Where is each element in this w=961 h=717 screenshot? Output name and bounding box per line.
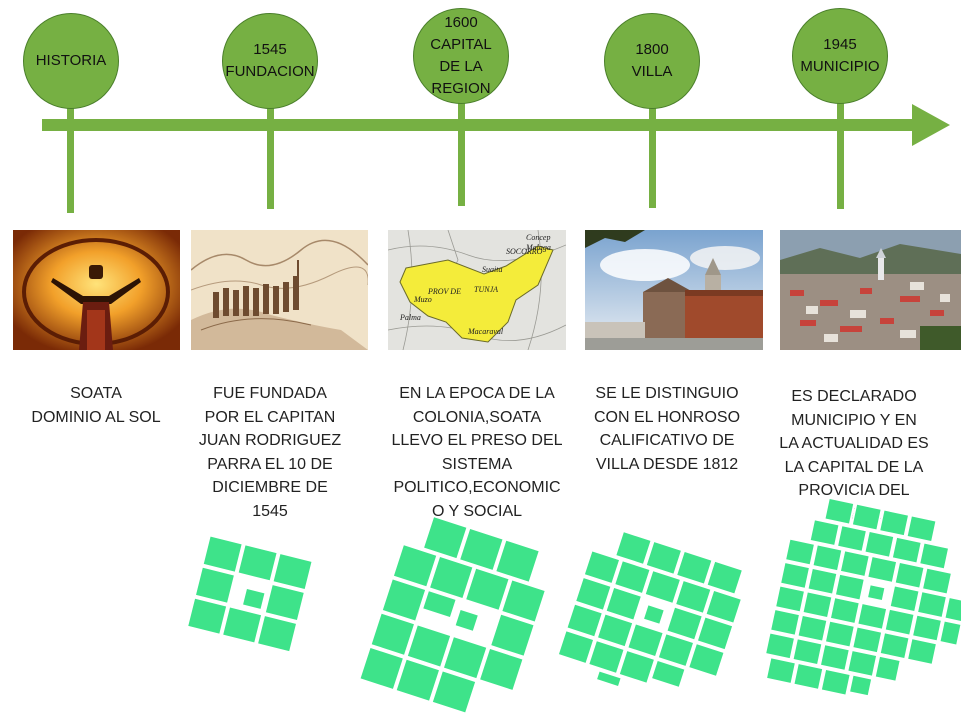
stem-2 <box>267 105 274 209</box>
node-1800-villa: 1800 VILLA <box>604 13 700 109</box>
map-label: SOCORRO <box>506 247 543 256</box>
node-label: 1545 FUNDACION <box>225 41 315 80</box>
map-label: Malaga <box>525 243 551 252</box>
node-1945-municipio: 1945 MUNICIPIO <box>792 8 888 104</box>
stem-4 <box>649 105 656 208</box>
grid-1600 <box>358 514 548 715</box>
description-municipio: ES DECLARADO MUNICIPIO Y EN LA ACTUALIDA… <box>779 388 929 523</box>
map-label: Suaita <box>482 265 502 274</box>
stem-3 <box>458 100 465 206</box>
description-villa: SE LE DISTINGUIO CON EL HONROSO CALIFICA… <box>593 385 741 473</box>
node-label: HISTORIA <box>35 52 107 69</box>
description-historia: SOATA DOMINIO AL SOL <box>31 385 161 426</box>
map-label: Palma <box>399 313 421 322</box>
map-label: Macaraval <box>467 327 504 336</box>
node-1600-capital: 1600 CAPITAL DE LA REGION <box>413 8 509 104</box>
description-fundacion: FUE FUNDADA POR EL CAPITAN JUAN RODRIGUE… <box>198 385 342 520</box>
stem-1 <box>67 105 74 213</box>
map-label: Concep <box>526 233 550 242</box>
stem-5 <box>837 100 844 209</box>
foundation-sketch-icon <box>191 230 368 350</box>
node-label: 1800 VILLA <box>631 41 673 80</box>
node-1545-fundacion: 1545 FUNDACION <box>222 13 318 109</box>
grid-1545 <box>185 534 314 654</box>
church-plaza-icon <box>585 230 763 350</box>
grid-1800 <box>556 529 745 690</box>
grid-1945 <box>763 496 961 698</box>
town-panorama-icon <box>780 230 961 350</box>
node-label: 1945 MUNICIPIO <box>800 36 880 75</box>
node-historia: HISTORIA <box>23 13 119 109</box>
map-label: Muzo <box>413 295 432 304</box>
node-label: 1600 CAPITAL DE LA REGION <box>430 14 492 97</box>
map-label: TUNJA <box>474 285 498 294</box>
map-label: PROV DE <box>427 287 461 296</box>
description-capital: EN LA EPOCA DE LA COLONIA,SOATA LLEVO EL… <box>391 385 563 520</box>
sun-worship-icon <box>13 230 180 350</box>
colonial-map-icon: SOCORRO PROV DE TUNJA Suaita Macaraval M… <box>388 230 566 350</box>
